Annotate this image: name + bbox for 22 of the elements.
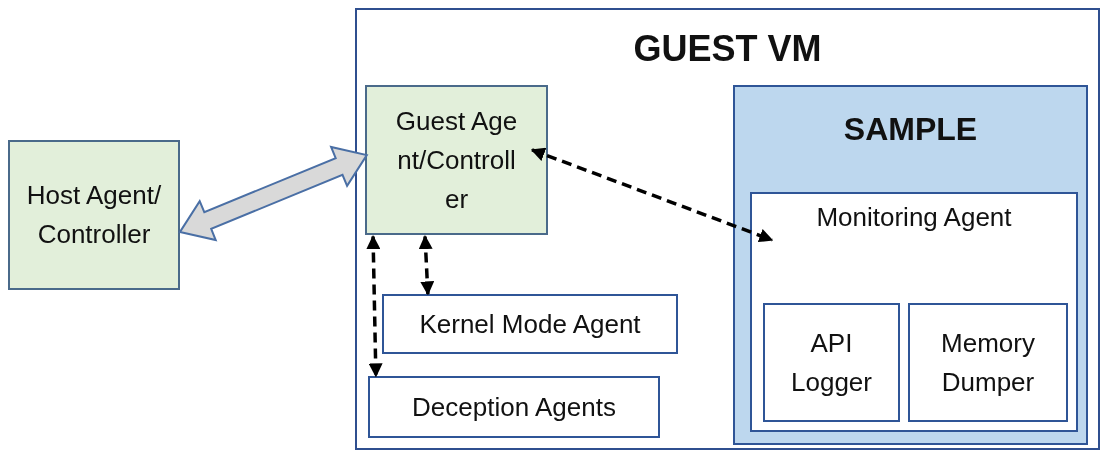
component-box: [368, 376, 660, 438]
box-label: Monitoring Agent: [815, 201, 1013, 234]
box-label: Kernel Mode Agent: [418, 307, 642, 341]
box-title: GUEST VM: [632, 27, 823, 71]
component-box: [8, 140, 180, 290]
component-box: [908, 303, 1068, 422]
box-label: Guest Agent/Controller: [394, 104, 519, 216]
dashed-arrow: [366, 235, 383, 378]
box-title: SAMPLE: [842, 110, 979, 149]
vm-frame: [355, 8, 1100, 450]
dashed-arrow: [530, 147, 774, 243]
component-box: [763, 303, 900, 422]
component-box: [365, 85, 548, 235]
component-box: [750, 192, 1078, 432]
box-label: Host Agent/ Controller: [25, 179, 163, 251]
double-arrow: [178, 145, 369, 242]
box-label: Memory Dumper: [940, 326, 1036, 399]
box-label: API Logger: [790, 326, 873, 399]
component-box: [733, 85, 1088, 445]
box-label: Deception Agents: [411, 390, 617, 424]
component-box: [382, 294, 678, 354]
dashed-arrow: [418, 235, 435, 296]
